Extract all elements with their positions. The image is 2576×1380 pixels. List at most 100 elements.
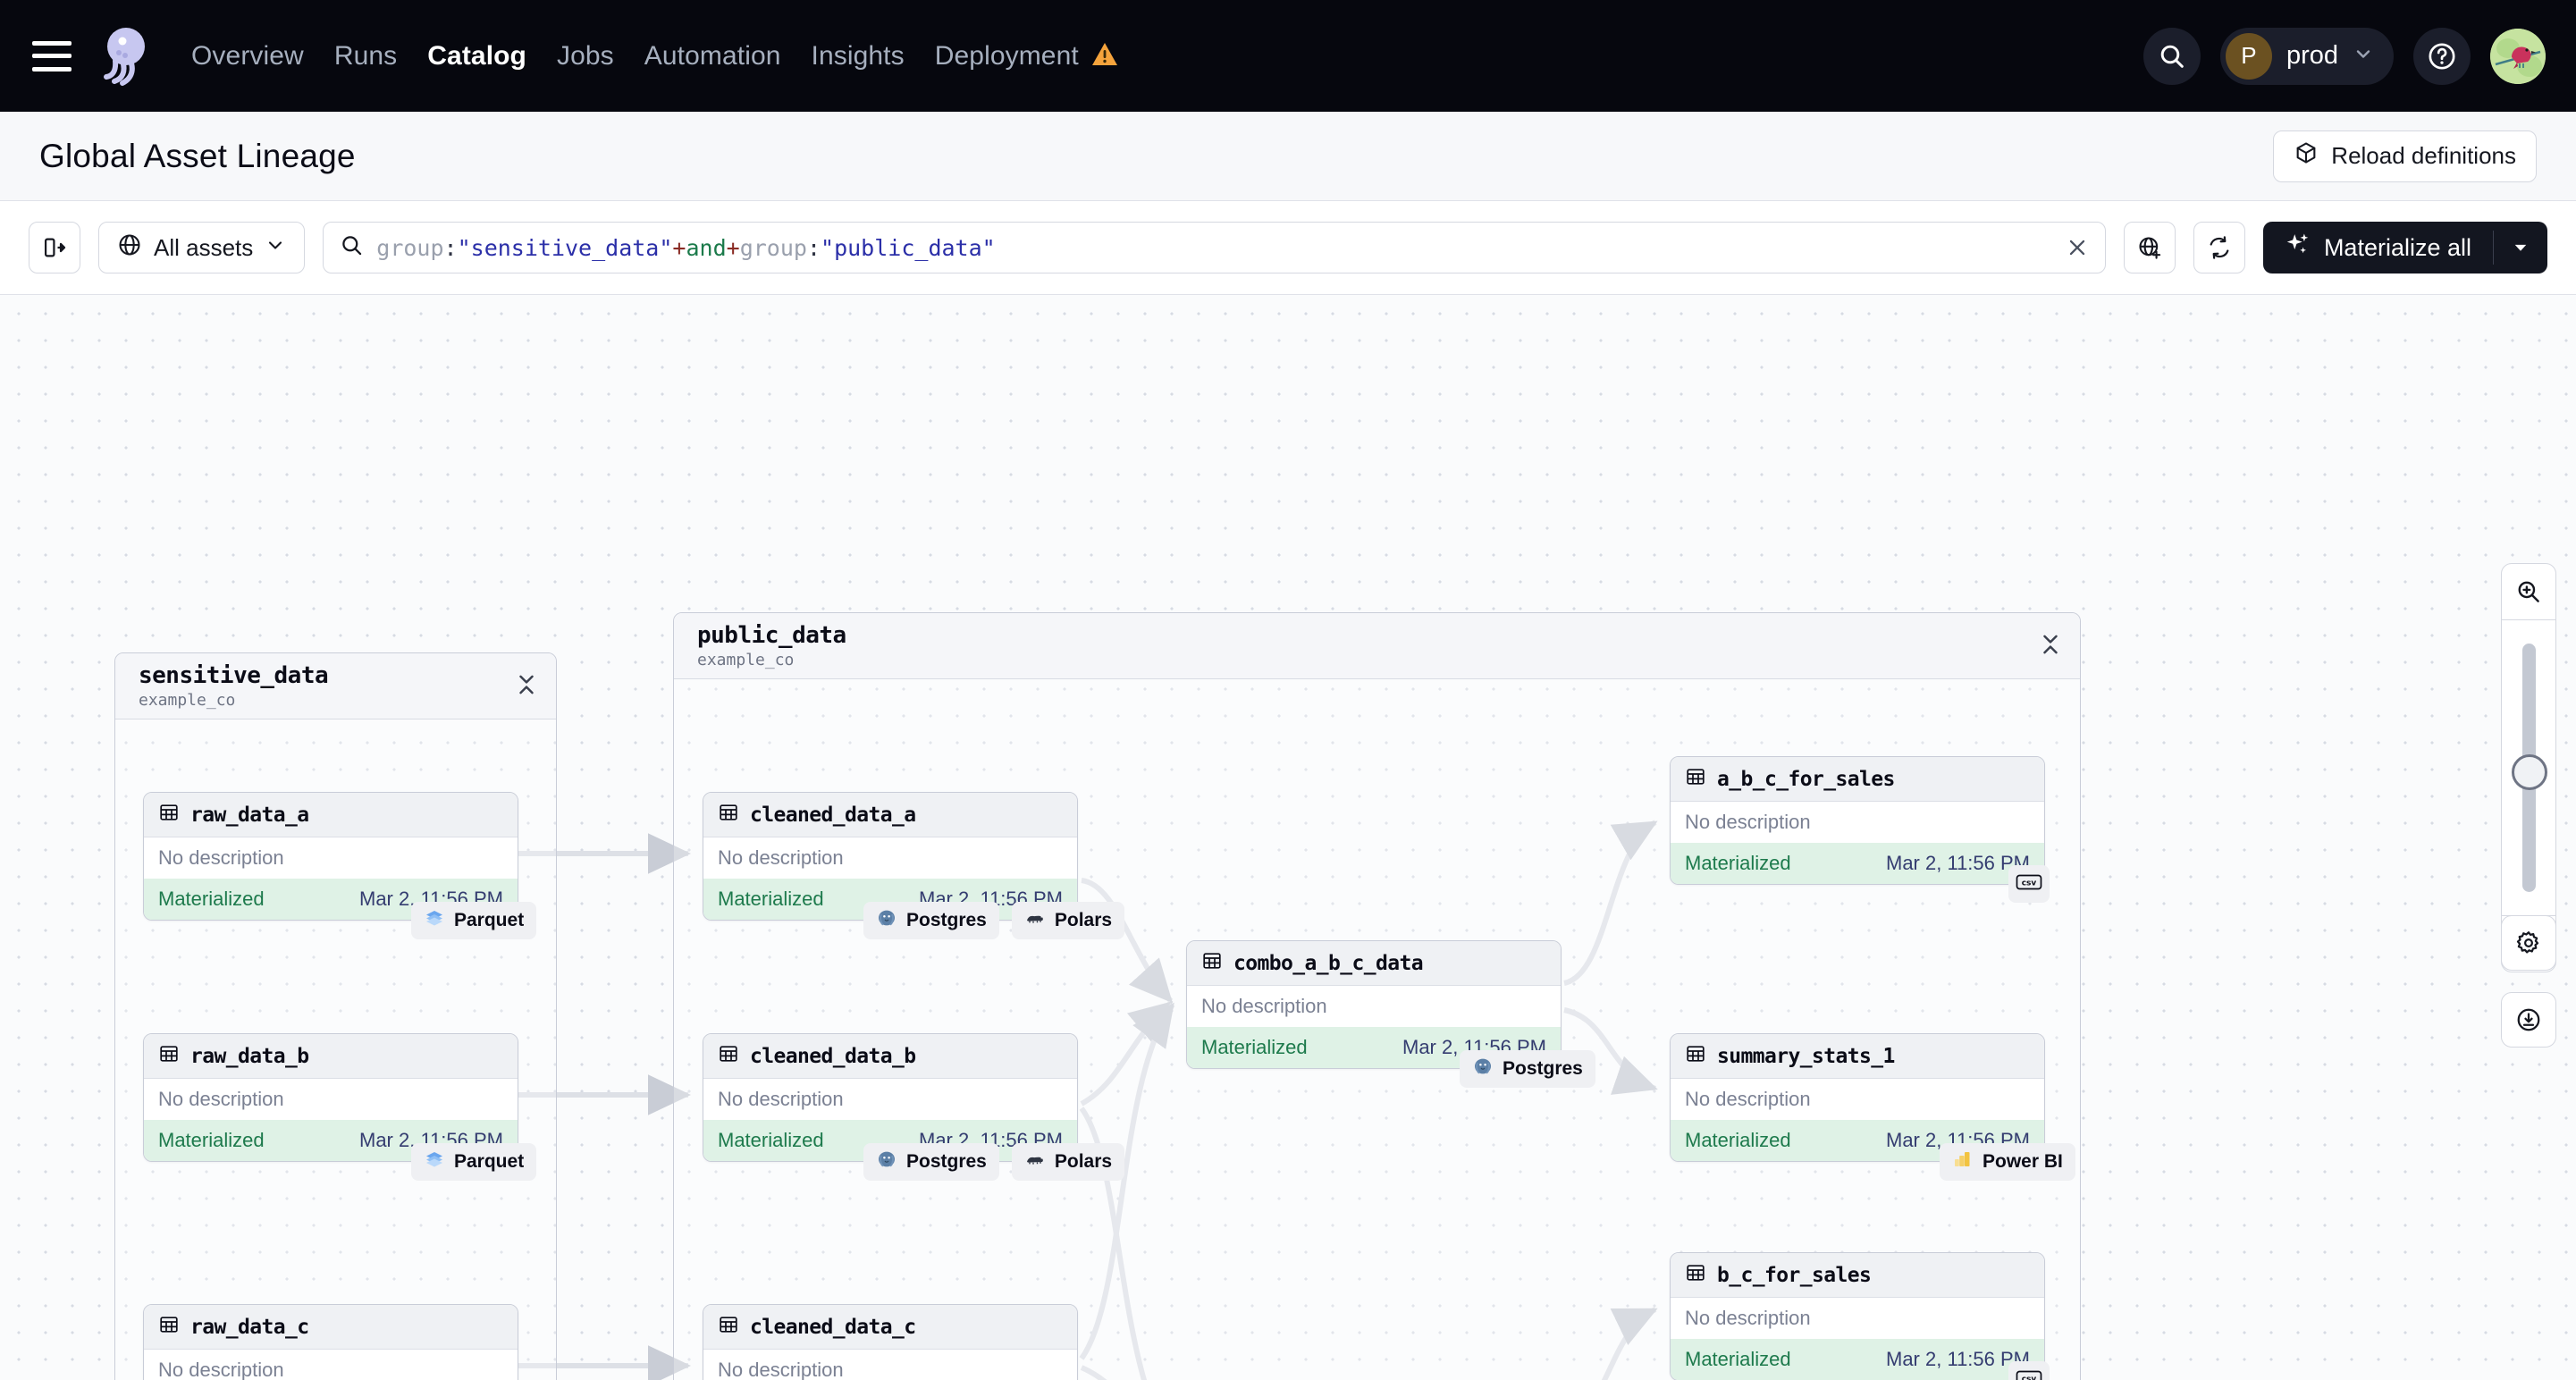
asset-node-name: cleaned_data_a bbox=[750, 803, 916, 827]
asset-filter-dropdown[interactable]: All assets bbox=[98, 222, 306, 273]
collapse-vertical-icon[interactable] bbox=[2041, 633, 2060, 661]
asset-node-name: summary_stats_1 bbox=[1717, 1044, 1895, 1068]
lineage-toolbar: All assets group:"sensitive_data"+ and +… bbox=[0, 201, 2576, 295]
asset-tag-parquet[interactable]: Parquet bbox=[411, 1143, 537, 1181]
asset-node-header: b_c_for_sales bbox=[1671, 1253, 2044, 1298]
asset-node-header: summary_stats_1 bbox=[1671, 1034, 2044, 1079]
reload-definitions-button[interactable]: Reload definitions bbox=[2273, 130, 2537, 182]
asset-group-sensitive-data[interactable]: sensitive_data example_co bbox=[114, 652, 557, 1380]
asset-search-box[interactable]: group:"sensitive_data"+ and +group:"publ… bbox=[323, 222, 2106, 273]
asset-tag-parquet[interactable]: Parquet bbox=[411, 902, 537, 939]
nav-link-insights[interactable]: Insights bbox=[811, 40, 905, 71]
asset-node-header: raw_data_b bbox=[144, 1034, 518, 1079]
asset-tag-csv-icon[interactable]: csv bbox=[2008, 1361, 2050, 1380]
clear-search-icon[interactable] bbox=[2066, 236, 2089, 259]
asset-tag-postgres[interactable]: Postgres bbox=[863, 1143, 999, 1181]
asset-node-status-label: Materialized bbox=[1685, 1348, 1791, 1370]
nav-right-actions: P prod bbox=[2142, 0, 2546, 112]
asset-tag-row: Parquet bbox=[411, 902, 537, 939]
panel-open-icon[interactable] bbox=[29, 222, 80, 273]
materialize-dropdown-caret[interactable] bbox=[2494, 239, 2547, 257]
asset-tag-postgres[interactable]: Postgres bbox=[863, 902, 999, 939]
lineage-graph-canvas[interactable]: sensitive_data example_co public_data ex… bbox=[0, 295, 2576, 1380]
asset-tag-label: Postgres bbox=[906, 910, 987, 930]
warning-triangle-icon bbox=[1091, 42, 1118, 71]
gear-icon[interactable] bbox=[2501, 915, 2556, 971]
csv-icon: csv bbox=[2016, 871, 2042, 897]
deployment-selector[interactable]: P prod bbox=[2219, 27, 2394, 85]
asset-node-status-label: Materialized bbox=[1685, 852, 1791, 874]
sparkle-icon bbox=[2285, 231, 2311, 265]
materialize-all-main[interactable]: Materialize all bbox=[2263, 231, 2493, 265]
asset-node-description: No description bbox=[1187, 986, 1561, 1027]
query-token-0: group bbox=[376, 234, 444, 261]
zoom-in-icon[interactable] bbox=[2502, 564, 2555, 619]
asset-tag-label: Postgres bbox=[906, 1151, 987, 1172]
asset-group-code-location: example_co bbox=[139, 691, 236, 710]
dagster-logo-icon[interactable] bbox=[93, 22, 161, 90]
table-icon bbox=[158, 1314, 180, 1340]
zoom-controls[interactable] bbox=[2501, 563, 2556, 972]
nav-link-deployment[interactable]: Deployment bbox=[934, 40, 1079, 71]
nav-link-jobs[interactable]: Jobs bbox=[556, 40, 614, 71]
asset-node-status-label: Materialized bbox=[718, 888, 824, 910]
query-token-8: "public_data" bbox=[821, 234, 996, 261]
asset-node-raw_data_c[interactable]: raw_data_cNo descriptionMaterializedMar … bbox=[143, 1304, 518, 1380]
nav-link-runs[interactable]: Runs bbox=[333, 40, 398, 71]
table-icon bbox=[718, 1043, 739, 1069]
asset-node-name: raw_data_b bbox=[190, 1044, 309, 1068]
chevron-down-icon bbox=[2353, 43, 2374, 69]
asset-group-name: public_data bbox=[697, 622, 846, 649]
hamburger-menu-icon[interactable] bbox=[32, 40, 72, 72]
postgres-icon bbox=[876, 1149, 897, 1175]
chevron-down-icon bbox=[265, 234, 286, 262]
help-circle-icon[interactable] bbox=[2413, 27, 2471, 85]
asset-tag-label: Power BI bbox=[1983, 1151, 2063, 1172]
zoom-divider bbox=[2502, 619, 2555, 620]
nav-link-catalog[interactable]: Catalog bbox=[427, 40, 526, 71]
asset-node-description: No description bbox=[144, 1079, 518, 1120]
materialize-divider bbox=[2493, 231, 2494, 265]
asset-node-header: raw_data_c bbox=[144, 1305, 518, 1350]
search-query-text: group:"sensitive_data"+ and +group:"publ… bbox=[376, 235, 995, 261]
asset-node-status-label: Materialized bbox=[158, 888, 265, 910]
table-icon bbox=[1685, 1262, 1706, 1288]
asset-tag-postgres[interactable]: Postgres bbox=[1460, 1050, 1595, 1088]
asset-tag-polars[interactable]: Polars bbox=[1011, 1143, 1125, 1181]
fit-to-screen-icon[interactable] bbox=[2501, 992, 2556, 1048]
asset-tag-polars[interactable]: Polars bbox=[1011, 902, 1125, 939]
user-avatar[interactable] bbox=[2490, 28, 2546, 84]
table-icon bbox=[1685, 766, 1706, 792]
svg-text:csv: csv bbox=[2022, 1375, 2037, 1380]
csv-icon: csv bbox=[2016, 1367, 2042, 1380]
globe-plus-icon[interactable] bbox=[2123, 222, 2176, 273]
asset-node-name: raw_data_c bbox=[190, 1315, 309, 1339]
parquet-icon bbox=[424, 907, 445, 934]
nav-link-automation[interactable]: Automation bbox=[644, 40, 781, 71]
asset-node-timestamp: Mar 2, 11:56 PM bbox=[1886, 852, 2030, 874]
asset-tag-row: Postgres bbox=[1460, 1050, 1595, 1088]
asset-tag-csv-icon[interactable]: csv bbox=[2008, 865, 2050, 903]
asset-tag-row: Power BI bbox=[1940, 1143, 2075, 1181]
zoom-slider[interactable] bbox=[2502, 620, 2555, 915]
table-icon bbox=[158, 802, 180, 828]
reload-definitions-label: Reload definitions bbox=[2331, 142, 2516, 169]
materialize-all-button[interactable]: Materialize all bbox=[2262, 222, 2547, 273]
collapse-vertical-icon[interactable] bbox=[517, 673, 536, 701]
zoom-slider-thumb[interactable] bbox=[2512, 754, 2547, 790]
nav-link-overview[interactable]: Overview bbox=[191, 40, 304, 71]
search-icon[interactable] bbox=[2142, 27, 2201, 85]
asset-tag-label: Parquet bbox=[454, 1151, 525, 1172]
asset-node-cleaned_data_c[interactable]: cleaned_data_cNo descriptionMaterialized… bbox=[703, 1304, 1078, 1380]
asset-tag-power-bi[interactable]: Power BI bbox=[1940, 1143, 2075, 1181]
primary-nav-links: Overview Runs Catalog Jobs Automation In… bbox=[191, 41, 1118, 72]
refresh-icon[interactable] bbox=[2193, 222, 2245, 273]
